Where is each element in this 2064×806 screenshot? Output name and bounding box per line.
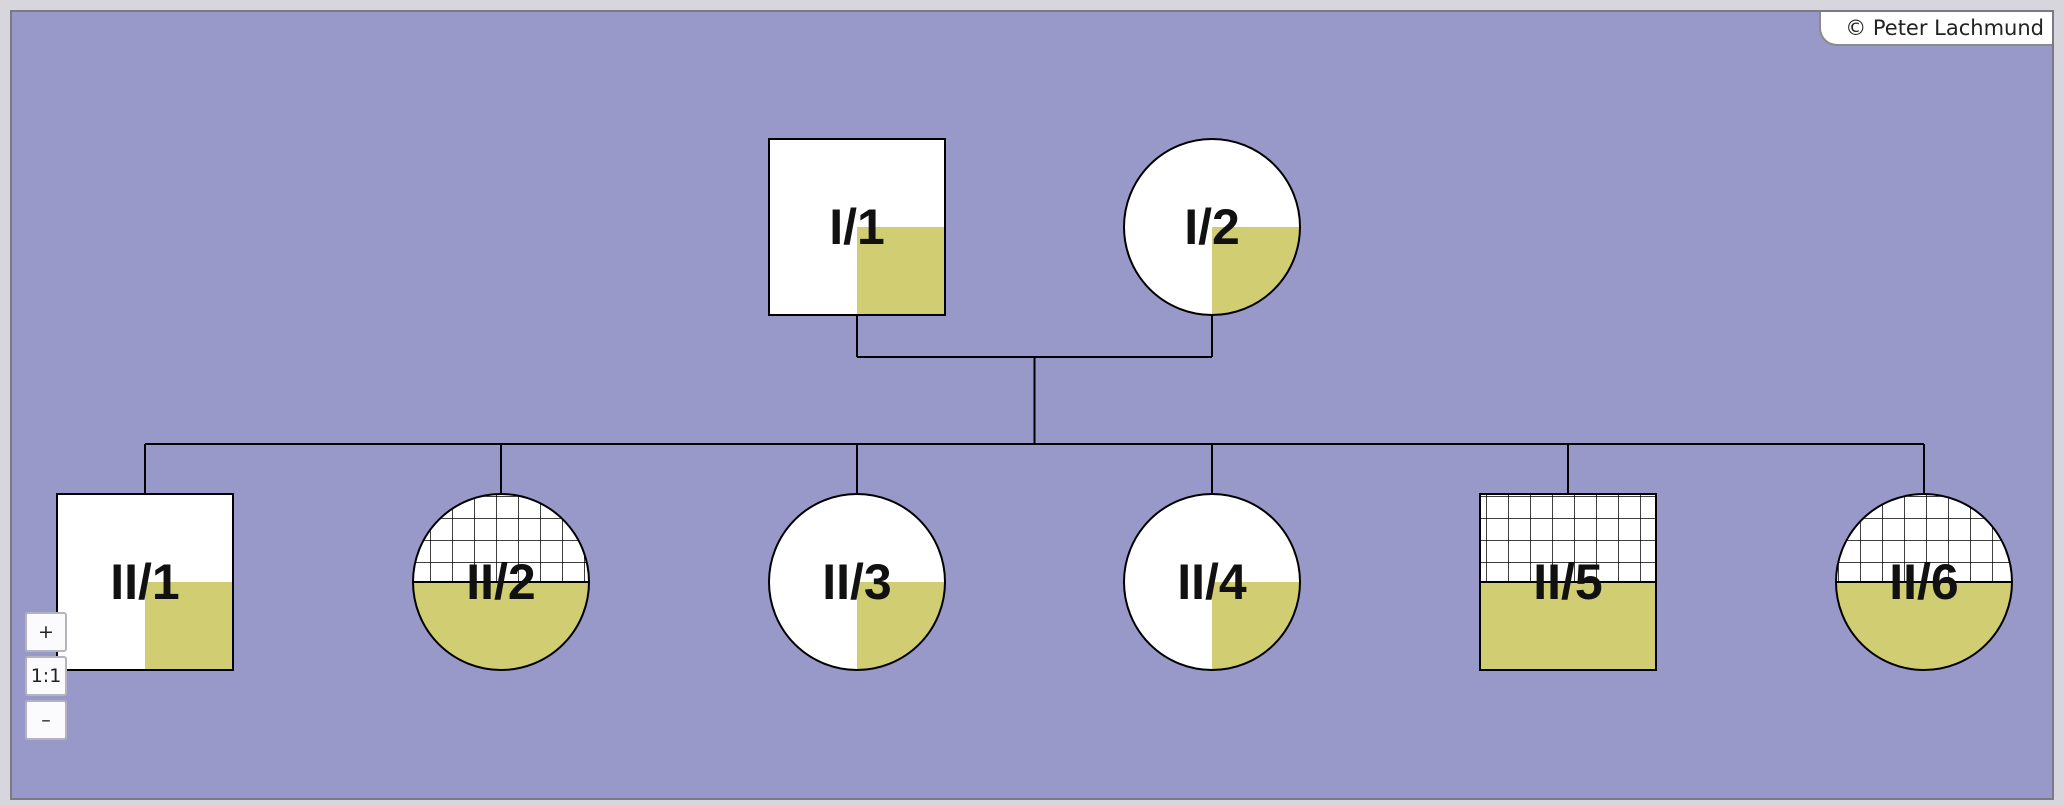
individual-ii-6: II/6: [1835, 493, 2013, 671]
individual-label: II/2: [466, 554, 535, 610]
individual-ii-5: II/5: [1479, 493, 1657, 671]
copyright-label: © Peter Lachmund: [1819, 12, 2052, 46]
individual-label: II/1: [110, 554, 179, 610]
zoom-controls: + 1:1 –: [25, 612, 67, 744]
individual-ii-1: II/1: [56, 493, 234, 671]
individual-label: II/5: [1533, 554, 1602, 610]
individual-ii-2: II/2: [412, 493, 590, 671]
individual-label: I/2: [1184, 199, 1240, 255]
individual-i-2: I/2: [1123, 138, 1301, 316]
pedigree-symbols: I/1 I/2II/1 II/2 II/3 II/4 II/5 II/6: [56, 138, 2013, 671]
zoom-out-button[interactable]: –: [25, 700, 67, 740]
pedigree-lines: [144, 315, 1925, 494]
male-symbol: [768, 138, 946, 316]
female-symbol: [1123, 138, 1301, 316]
individual-label: I/1: [829, 199, 885, 255]
individual-label: II/3: [822, 554, 891, 610]
affected-quadrant: [145, 582, 233, 670]
individual-ii-4: II/4: [1123, 493, 1301, 671]
affected-quadrant: [857, 227, 945, 315]
female-symbol: [1835, 493, 2013, 671]
pedigree-diagram: I/1 I/2II/1 II/2 II/3 II/4 II/5 II/6: [56, 138, 2013, 671]
zoom-reset-button[interactable]: 1:1: [25, 656, 67, 696]
female-symbol: [768, 493, 946, 671]
individual-label: II/4: [1177, 554, 1247, 610]
zoom-in-button[interactable]: +: [25, 612, 67, 652]
individual-label: II/6: [1889, 554, 1958, 610]
individual-ii-3: II/3: [768, 493, 946, 671]
male-symbol: [56, 493, 234, 671]
carrier-grid: [1480, 494, 1656, 582]
individual-i-1: I/1: [768, 138, 946, 316]
female-symbol: [1123, 493, 1301, 671]
affected-half: [1480, 582, 1656, 670]
male-symbol: [1479, 493, 1657, 671]
female-symbol: [412, 493, 590, 671]
